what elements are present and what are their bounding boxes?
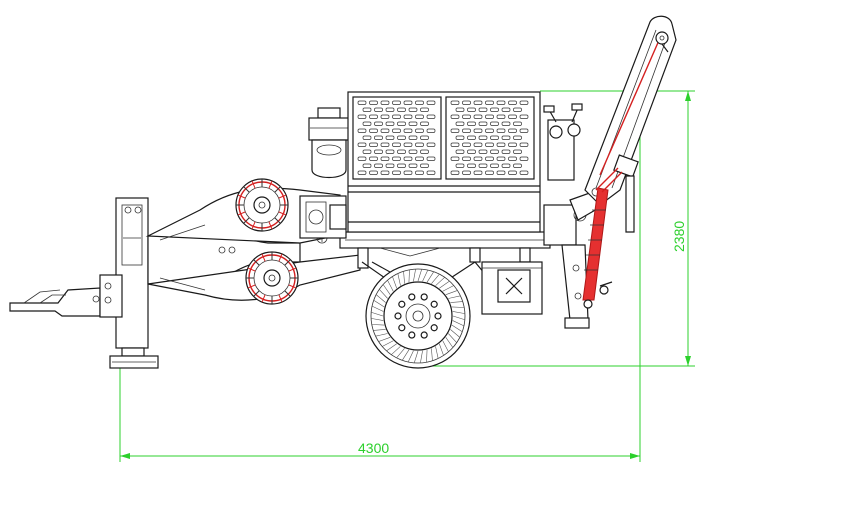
engine-enclosure: [347, 91, 541, 233]
gearbox: [299, 195, 347, 239]
hydraulic-tank: [481, 261, 543, 315]
crane-column: [543, 103, 605, 329]
tow-hitch: [9, 287, 110, 317]
road-wheel: [365, 263, 471, 369]
crane-boom: [584, 15, 677, 233]
height-dimension-label: 2380: [671, 221, 687, 252]
hydraulic-cylinder: [582, 167, 623, 309]
right-vent-panel: [450, 100, 529, 175]
wheel-ticks: [236, 179, 298, 304]
exhaust-air-filter: [308, 107, 350, 179]
dimension-lines: [119, 88, 695, 462]
left-vent-panel: [357, 100, 436, 175]
length-dimension-label: 4300: [358, 440, 389, 456]
